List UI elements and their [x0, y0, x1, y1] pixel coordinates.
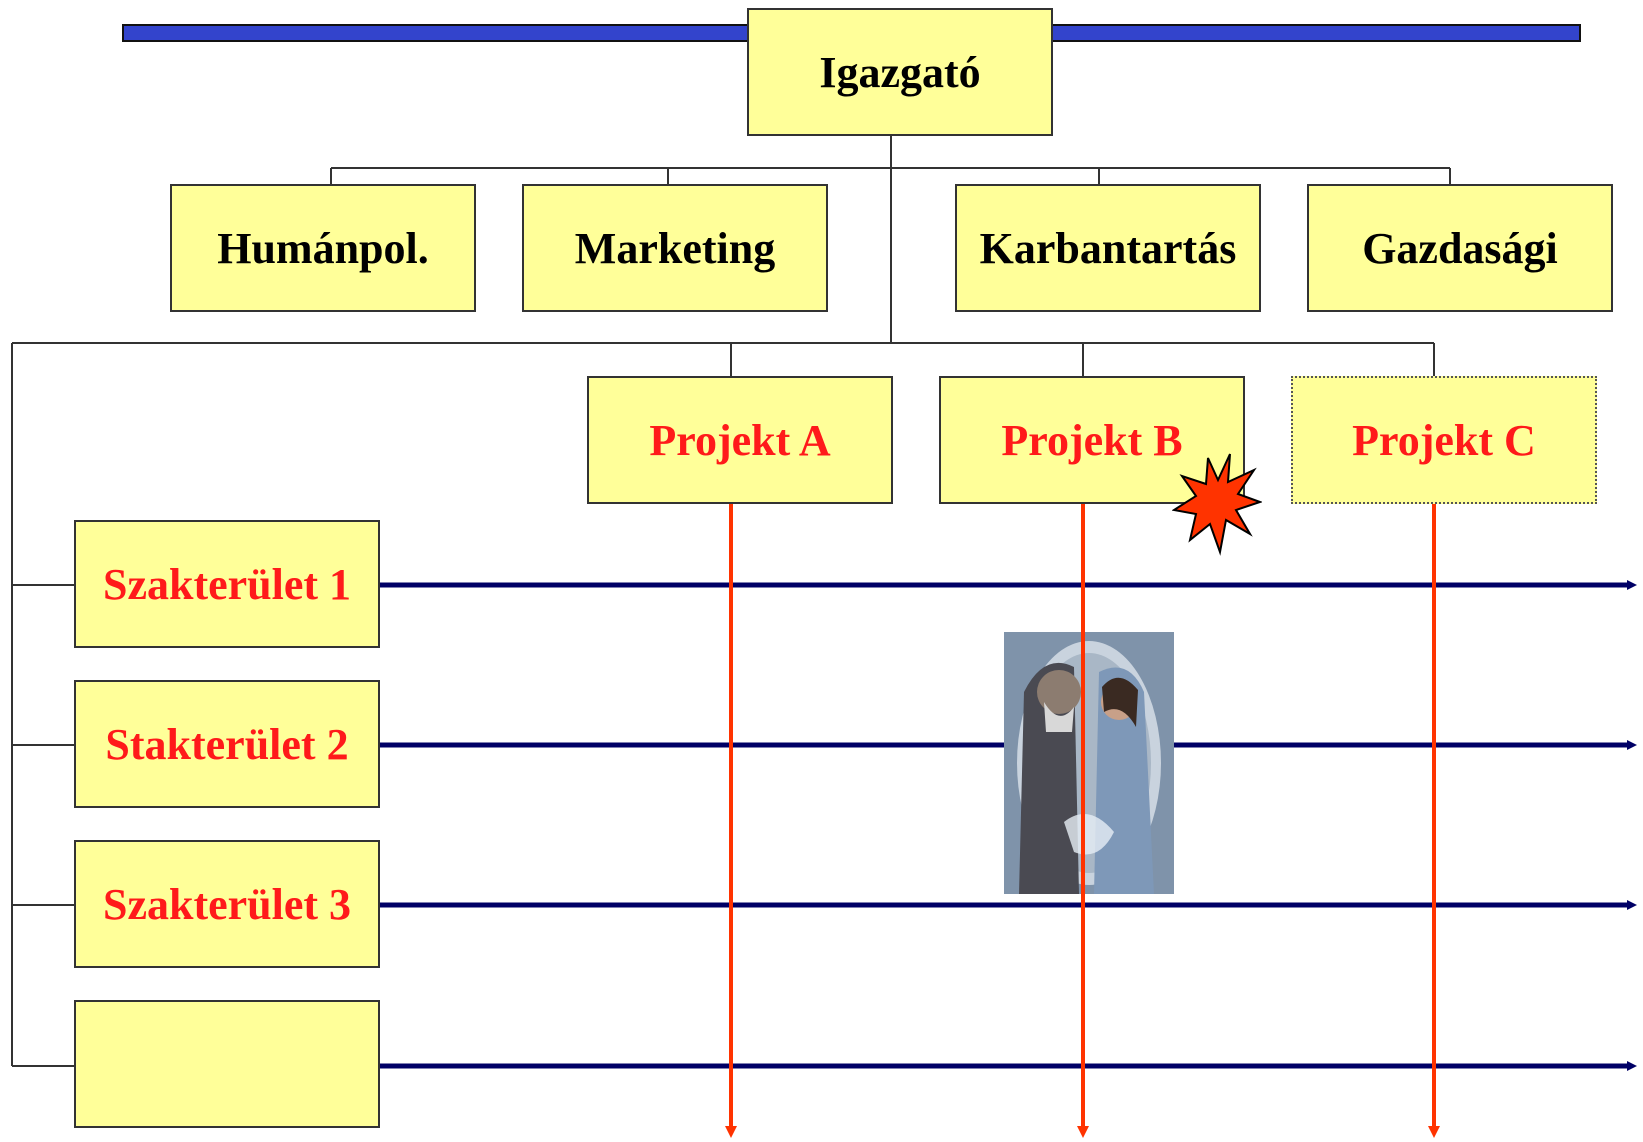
specialty-box-2: Stakterület 2 [74, 680, 380, 808]
explosion-burst-icon [1172, 453, 1262, 556]
specialty-label: Stakterület 2 [105, 719, 349, 769]
department-box-marketing: Marketing [522, 184, 828, 312]
department-label: Karbantartás [979, 223, 1237, 273]
project-box-c: Projekt C [1291, 376, 1597, 504]
director-label: Igazgató [819, 47, 981, 97]
project-label: Projekt C [1352, 415, 1536, 465]
couple-portrait-photo [1004, 632, 1174, 894]
project-box-a: Projekt A [587, 376, 893, 504]
specialty-label: Szakterület 3 [102, 879, 352, 929]
department-box-gazdasagi: Gazdasági [1307, 184, 1613, 312]
project-label: Projekt B [1001, 415, 1183, 465]
specialty-box-3: Szakterület 3 [74, 840, 380, 968]
specialty-label: Szakterület 1 [102, 559, 352, 609]
department-box-karbantartas: Karbantartás [955, 184, 1261, 312]
specialty-box-1: Szakterület 1 [74, 520, 380, 648]
department-label: Gazdasági [1362, 223, 1558, 273]
director-box: Igazgató [747, 8, 1053, 136]
specialty-box-4 [74, 1000, 380, 1128]
department-box-humanpol: Humánpol. [170, 184, 476, 312]
department-label: Humánpol. [217, 223, 429, 273]
project-label: Projekt A [649, 415, 831, 465]
department-label: Marketing [574, 223, 776, 273]
